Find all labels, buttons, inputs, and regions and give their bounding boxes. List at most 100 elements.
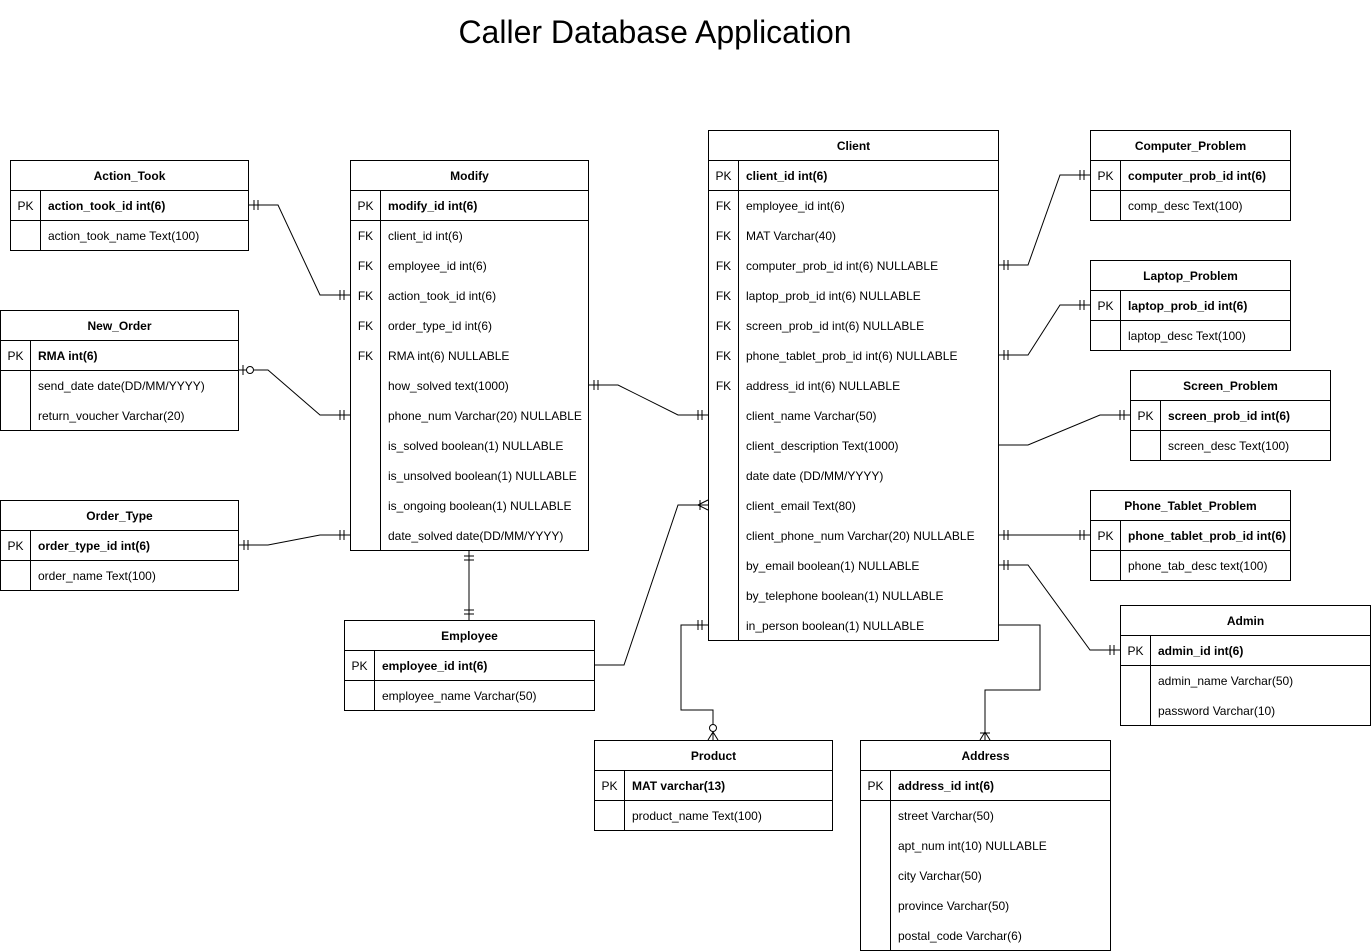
entity-attribute-row: city Varchar(50) — [861, 861, 1110, 891]
key-marker — [1091, 551, 1121, 580]
attribute-label: computer_prob_id int(6) — [1128, 169, 1267, 183]
key-marker: PK — [1, 531, 31, 560]
attribute-label: date date (DD/MM/YYYY) — [746, 469, 884, 483]
entity-attribute-row: by_telephone boolean(1) NULLABLE — [709, 581, 998, 611]
entity-attribute-row: employee_name Varchar(50) — [345, 681, 594, 710]
key-marker: FK — [351, 341, 381, 371]
entity-attribute-row: province Varchar(50) — [861, 891, 1110, 921]
attribute-label: MAT varchar(13) — [632, 779, 726, 793]
entity-header: Employee — [345, 621, 594, 651]
attribute-label: client_name Varchar(50) — [746, 409, 877, 423]
key-marker: FK — [709, 371, 739, 401]
attribute-label: is_unsolved boolean(1) NULLABLE — [388, 469, 577, 483]
attribute-label: laptop_prob_id int(6) NULLABLE — [746, 289, 921, 303]
attribute-label: postal_code Varchar(6) — [898, 929, 1022, 943]
key-marker — [709, 551, 739, 581]
attribute-label: laptop_prob_id int(6) — [1128, 299, 1248, 313]
key-marker: PK — [1091, 521, 1121, 550]
attribute-label: action_took_id int(6) — [48, 199, 166, 213]
attribute-label: city Varchar(50) — [898, 869, 982, 883]
key-marker — [709, 611, 739, 640]
attribute-label: order_type_id int(6) — [38, 539, 151, 553]
entity-header: Address — [861, 741, 1110, 771]
entity-attribute-row: apt_num int(10) NULLABLE — [861, 831, 1110, 861]
attribute-label: client_phone_num Varchar(20) NULLABLE — [746, 529, 975, 543]
attribute-label: screen_prob_id int(6) NULLABLE — [746, 319, 925, 333]
entity-header: Computer_Problem — [1091, 131, 1290, 161]
attribute-label: screen_desc Text(100) — [1168, 439, 1290, 453]
attribute-label: comp_desc Text(100) — [1128, 199, 1243, 213]
key-marker — [351, 521, 381, 550]
key-marker — [1121, 696, 1151, 725]
key-marker: FK — [351, 221, 381, 251]
key-marker: FK — [709, 251, 739, 281]
entity-attribute-row: client_email Text(80) — [709, 491, 998, 521]
key-marker: FK — [709, 341, 739, 371]
key-marker — [351, 431, 381, 461]
entity-attribute-row: PK RMA int(6) — [1, 341, 238, 371]
attribute-label: screen_prob_id int(6) — [1168, 409, 1291, 423]
key-marker: PK — [1091, 161, 1121, 190]
entity-header: Order_Type — [1, 501, 238, 531]
key-marker — [11, 221, 41, 250]
attribute-label: client_id int(6) — [388, 229, 463, 243]
key-marker: FK — [351, 311, 381, 341]
attribute-label: password Varchar(10) — [1158, 704, 1276, 718]
key-marker: PK — [1, 341, 31, 370]
key-marker — [861, 831, 891, 861]
entity-attribute-row: FK computer_prob_id int(6) NULLABLE — [709, 251, 998, 281]
entity-attribute-row: client_phone_num Varchar(20) NULLABLE — [709, 521, 998, 551]
entity-attribute-row: in_person boolean(1) NULLABLE — [709, 611, 998, 640]
entity-header: Product — [595, 741, 832, 771]
entity-attribute-row: comp_desc Text(100) — [1091, 191, 1290, 220]
attribute-label: province Varchar(50) — [898, 899, 1010, 913]
key-marker: PK — [1121, 636, 1151, 665]
attribute-label: return_voucher Varchar(20) — [38, 409, 185, 423]
attribute-label: client_id int(6) — [746, 169, 828, 183]
entity-attribute-row: is_unsolved boolean(1) NULLABLE — [351, 461, 588, 491]
attribute-label: computer_prob_id int(6) NULLABLE — [746, 259, 939, 273]
entity-attribute-row: is_solved boolean(1) NULLABLE — [351, 431, 588, 461]
diagram-title: Caller Database Application — [458, 14, 852, 50]
key-marker — [1, 561, 31, 590]
key-marker — [1121, 666, 1151, 696]
attribute-label: RMA int(6) — [38, 349, 98, 363]
entity-attribute-row: is_ongoing boolean(1) NULLABLE — [351, 491, 588, 521]
key-marker: PK — [595, 771, 625, 800]
key-marker: FK — [709, 221, 739, 251]
key-marker: FK — [709, 191, 739, 221]
entity-attribute-row: how_solved text(1000) — [351, 371, 588, 401]
attribute-label: address_id int(6) NULLABLE — [746, 379, 901, 393]
key-marker — [1131, 431, 1161, 460]
key-marker — [709, 461, 739, 491]
key-marker — [861, 861, 891, 891]
attribute-label: send_date date(DD/MM/YYYY) — [38, 379, 205, 393]
